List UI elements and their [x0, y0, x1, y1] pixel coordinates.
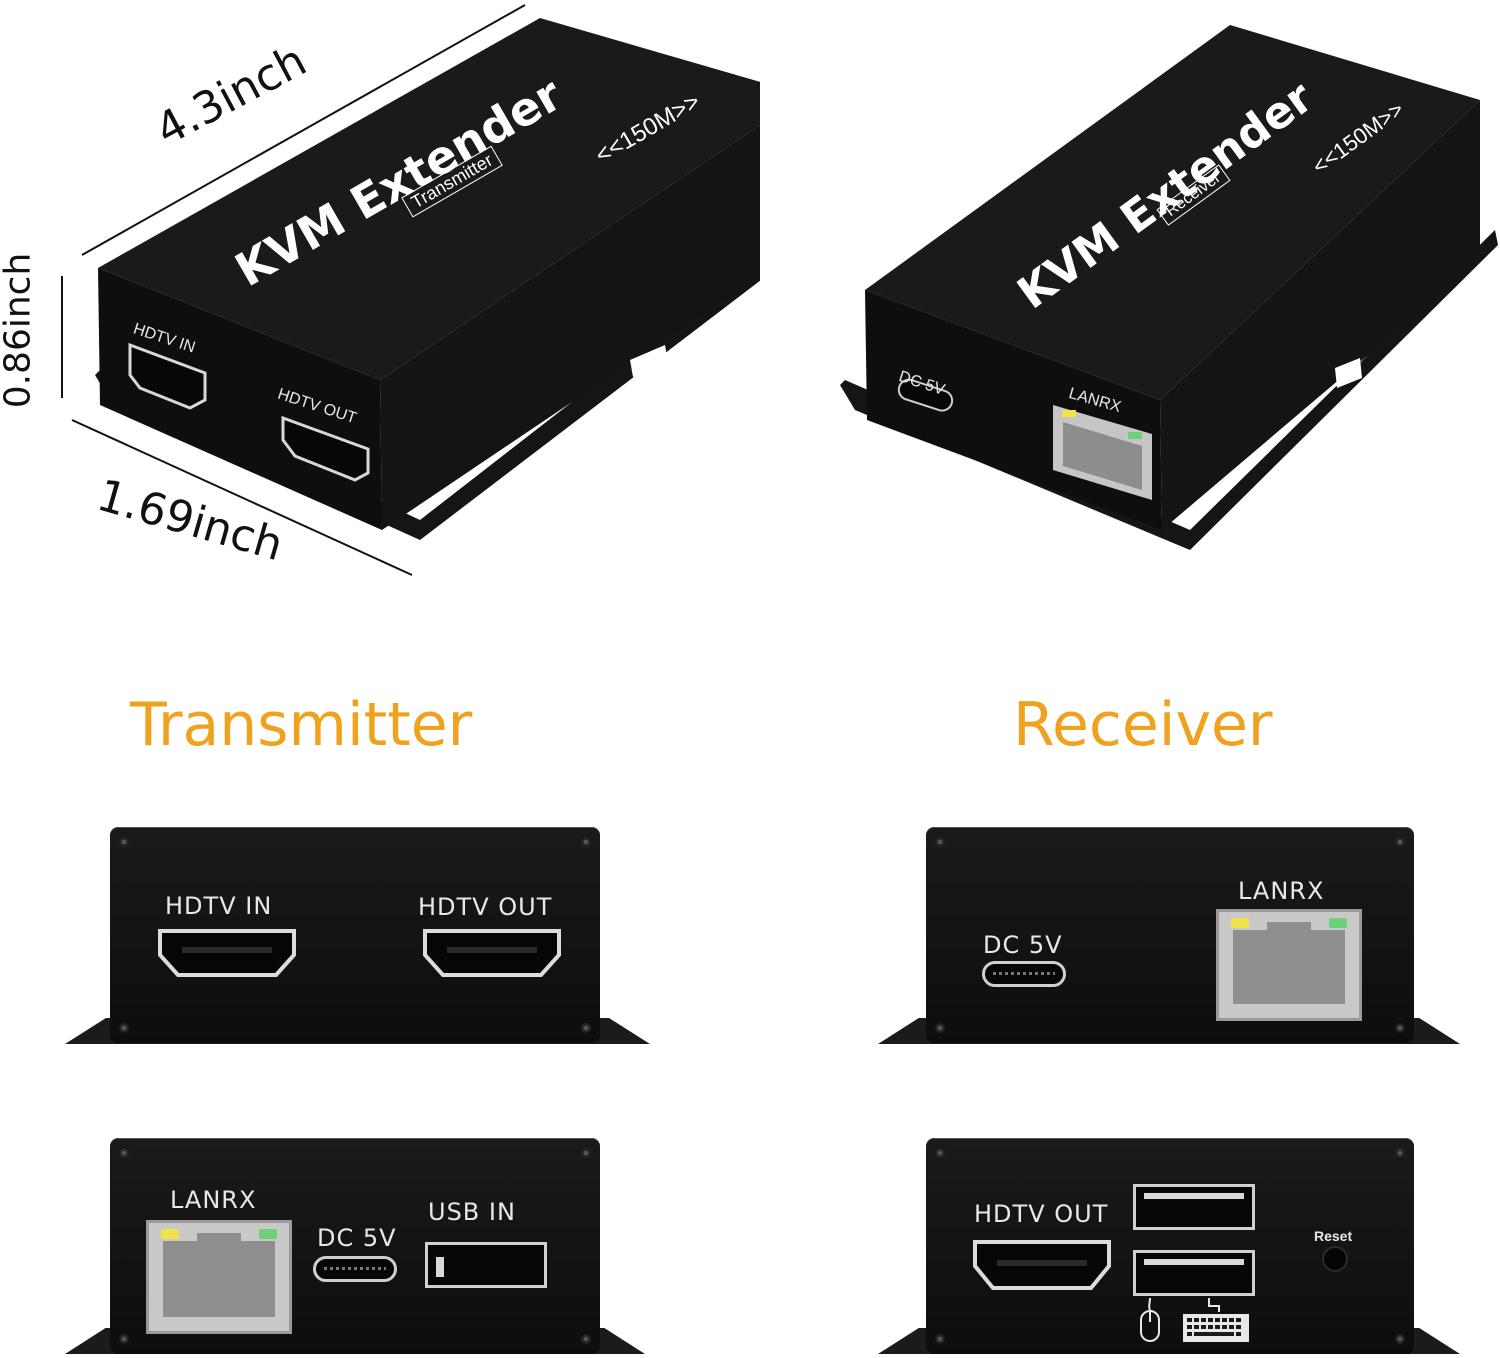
screw-icon — [1395, 1023, 1405, 1033]
screw-icon — [935, 1334, 945, 1344]
rx-front-panel: DC 5V LANRX — [926, 827, 1414, 1043]
height-dimension-label: 0.86inch — [0, 252, 39, 409]
hdmi-in-port — [158, 929, 296, 977]
led-yellow — [161, 1229, 179, 1239]
screw-icon — [1395, 1334, 1405, 1344]
led-green — [259, 1229, 277, 1239]
receiver-3d-illustration — [840, 25, 1498, 550]
led-green — [1329, 918, 1347, 928]
screw-icon — [581, 1023, 591, 1033]
screw-icon — [119, 1334, 129, 1344]
rx-rear-panel: HDTV OUT Reset — [926, 1138, 1414, 1354]
hdtv-in-label: HDTV IN — [165, 892, 273, 920]
receiver-title: Receiver — [1013, 690, 1273, 760]
screw-icon — [935, 837, 945, 847]
screw-icon — [1395, 1148, 1405, 1158]
tx-rear-panel: LANRX DC 5V USB IN — [110, 1138, 600, 1354]
hdtv-out-label: HDTV OUT — [974, 1200, 1109, 1228]
usb-a-port-bottom — [1133, 1250, 1255, 1296]
dc-5v-label: DC 5V — [983, 931, 1063, 959]
hdtv-out-label: HDTV OUT — [418, 893, 553, 921]
transmitter-3d-illustration — [61, 4, 760, 576]
screw-icon — [581, 1334, 591, 1344]
screw-icon — [119, 1148, 129, 1158]
hdmi-out-port — [973, 1240, 1111, 1290]
mouse-icon — [1140, 1298, 1160, 1342]
usb-c-port — [982, 961, 1066, 987]
tx-front-panel: HDTV IN HDTV OUT — [110, 827, 600, 1043]
usb-in-label: USB IN — [428, 1198, 516, 1226]
hdmi-out-port — [423, 929, 561, 977]
screw-icon — [119, 837, 129, 847]
screw-icon — [581, 837, 591, 847]
rj45-port — [146, 1220, 292, 1334]
led-yellow — [1231, 918, 1249, 928]
usb-c-port — [313, 1256, 397, 1282]
transmitter-title: Transmitter — [130, 690, 473, 760]
screw-icon — [119, 1023, 129, 1033]
reset-button[interactable] — [1324, 1248, 1346, 1270]
lanrx-label: LANRX — [1238, 877, 1325, 905]
screw-icon — [935, 1148, 945, 1158]
usb-a-port — [425, 1242, 547, 1288]
usb-a-port-top — [1133, 1184, 1255, 1230]
screw-icon — [581, 1148, 591, 1158]
rj45-port — [1216, 909, 1362, 1021]
keyboard-icon — [1183, 1298, 1249, 1342]
dc-5v-label: DC 5V — [317, 1224, 397, 1252]
lanrx-label: LANRX — [170, 1186, 257, 1214]
screw-icon — [935, 1023, 945, 1033]
screw-icon — [1395, 837, 1405, 847]
reset-label: Reset — [1314, 1228, 1353, 1244]
